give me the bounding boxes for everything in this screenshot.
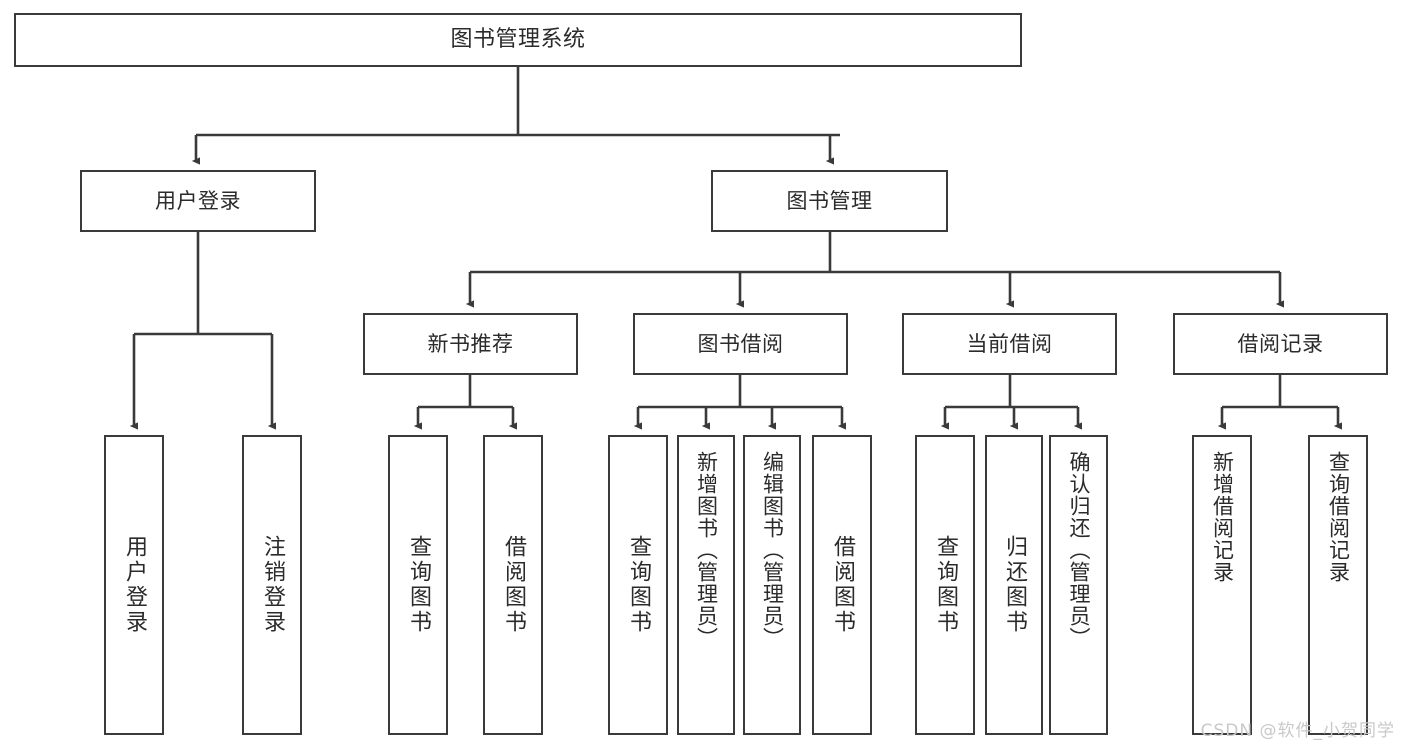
node-label: 查询借阅记录 bbox=[1326, 451, 1351, 583]
node-book-borrow[interactable]: 图书借阅 bbox=[633, 313, 848, 375]
node-label: 图书管理系统 bbox=[450, 27, 586, 53]
node-label: 查询图书 bbox=[933, 535, 958, 635]
node-label: 新增图书（管理员） bbox=[694, 451, 719, 649]
node-label: 新增借阅记录 bbox=[1210, 451, 1235, 583]
node-label: 编辑图书（管理员） bbox=[760, 451, 785, 649]
node-leaf-borrow-book-borrow[interactable]: 借阅图书 bbox=[812, 435, 872, 735]
node-label: 借阅记录 bbox=[1237, 331, 1324, 356]
node-label: 注销登录 bbox=[260, 535, 285, 635]
node-borrow-record[interactable]: 借阅记录 bbox=[1173, 313, 1388, 375]
node-label: 新书推荐 bbox=[427, 331, 514, 356]
node-leaf-logout[interactable]: 注销登录 bbox=[242, 435, 302, 735]
node-label: 图书借阅 bbox=[697, 331, 784, 356]
node-label: 当前借阅 bbox=[966, 331, 1053, 356]
node-label: 查询图书 bbox=[626, 535, 651, 635]
node-label: 用户登录 bbox=[155, 188, 241, 213]
node-new-book-recommend[interactable]: 新书推荐 bbox=[363, 313, 578, 375]
node-leaf-query-book-current[interactable]: 查询图书 bbox=[915, 435, 975, 735]
node-label: 图书管理 bbox=[786, 188, 873, 213]
node-leaf-user-login[interactable]: 用户登录 bbox=[104, 435, 164, 735]
node-leaf-add-borrow-record[interactable]: 新增借阅记录 bbox=[1192, 435, 1252, 735]
node-label: 确认归还（管理员） bbox=[1067, 451, 1091, 649]
node-book-management[interactable]: 图书管理 bbox=[711, 170, 948, 232]
node-label: 用户登录 bbox=[122, 535, 147, 635]
node-leaf-confirm-return-admin[interactable]: 确认归还（管理员） bbox=[1049, 435, 1108, 735]
node-leaf-return-book[interactable]: 归还图书 bbox=[985, 435, 1043, 735]
node-label: 查询图书 bbox=[406, 535, 431, 635]
csdn-watermark: CSDN @软件_小贺同学 bbox=[1200, 721, 1395, 741]
node-label: 借阅图书 bbox=[501, 535, 526, 635]
node-leaf-query-borrow-record[interactable]: 查询借阅记录 bbox=[1308, 435, 1368, 735]
node-leaf-query-book-borrow[interactable]: 查询图书 bbox=[608, 435, 668, 735]
node-leaf-query-book-newbook[interactable]: 查询图书 bbox=[388, 435, 448, 735]
node-current-borrow[interactable]: 当前借阅 bbox=[902, 313, 1117, 375]
node-root-book-management-system[interactable]: 图书管理系统 bbox=[14, 13, 1022, 67]
node-leaf-add-book-admin[interactable]: 新增图书（管理员） bbox=[677, 435, 735, 735]
node-label: 借阅图书 bbox=[830, 535, 855, 635]
node-user-login[interactable]: 用户登录 bbox=[80, 170, 316, 232]
node-leaf-edit-book-admin[interactable]: 编辑图书（管理员） bbox=[743, 435, 801, 735]
node-label: 归还图书 bbox=[1002, 535, 1027, 635]
node-leaf-borrow-book-newbook[interactable]: 借阅图书 bbox=[483, 435, 543, 735]
